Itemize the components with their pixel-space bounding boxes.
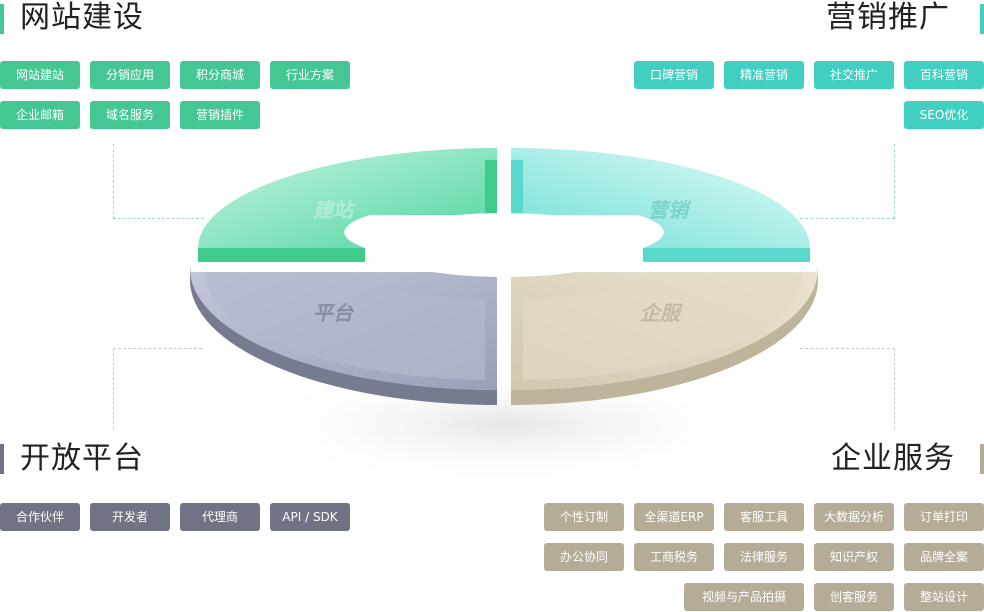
tag-enterprise-10[interactable]: 视频与产品拍摄	[684, 583, 804, 611]
tag-platform-0[interactable]: 合作伙伴	[0, 503, 80, 531]
tag-website-0[interactable]: 网站建站	[0, 61, 80, 89]
tag-website-1[interactable]: 分销应用	[90, 61, 170, 89]
title-accent-bar-marketing	[980, 4, 984, 34]
tag-marketing-3[interactable]: 百科营销	[904, 61, 984, 89]
tag-platform-1[interactable]: 开发者	[90, 503, 170, 531]
ring-center-hole	[371, 213, 637, 277]
tag-enterprise-3[interactable]: 大数据分析	[814, 503, 894, 531]
tag-enterprise-5[interactable]: 办公协同	[544, 543, 624, 571]
segment-label-enterprise: 企服	[640, 301, 680, 325]
tag-enterprise-7[interactable]: 法律服务	[724, 543, 804, 571]
tag-enterprise-11[interactable]: 创客服务	[814, 583, 894, 611]
connector-enterprise	[800, 348, 895, 429]
tag-enterprise-6[interactable]: 工商税务	[634, 543, 714, 571]
tag-platform-3[interactable]: API / SDK	[270, 503, 350, 531]
tag-enterprise-4[interactable]: 订单打印	[904, 503, 984, 531]
tag-website-5[interactable]: 域名服务	[90, 101, 170, 129]
tag-website-4[interactable]: 企业邮箱	[0, 101, 80, 129]
connector-platform	[113, 348, 202, 429]
ring-segment-enterprise	[511, 265, 819, 405]
section-title-marketing: 营销推广	[826, 0, 950, 35]
title-accent-bar-enterprise	[980, 444, 984, 474]
connector-website	[113, 144, 204, 219]
section-title-platform: 开放平台	[20, 441, 144, 476]
ring-segment-website	[198, 148, 497, 262]
section-title-enterprise: 企业服务	[831, 441, 955, 476]
tag-marketing-4[interactable]: SEO优化	[904, 101, 984, 129]
section-title-website: 网站建设	[20, 0, 144, 35]
segment-label-website: 建站	[313, 198, 353, 222]
tag-enterprise-0[interactable]: 个性订制	[544, 503, 624, 531]
ring-shadow	[235, 365, 775, 485]
segment-label-marketing: 营销	[648, 198, 688, 222]
tag-enterprise-2[interactable]: 客服工具	[724, 503, 804, 531]
tag-marketing-0[interactable]: 口碑营销	[634, 61, 714, 89]
tag-marketing-1[interactable]: 精准营销	[724, 61, 804, 89]
tag-platform-2[interactable]: 代理商	[180, 503, 260, 531]
title-accent-bar-website	[0, 4, 4, 34]
tag-marketing-2[interactable]: 社交推广	[814, 61, 894, 89]
tag-website-6[interactable]: 营销插件	[180, 101, 260, 129]
segment-label-platform: 平台	[313, 301, 353, 325]
connector-marketing	[800, 144, 895, 219]
tag-enterprise-1[interactable]: 全渠道ERP	[634, 503, 714, 531]
ring-segment-platform	[189, 265, 497, 405]
title-accent-bar-platform	[0, 444, 4, 474]
tag-website-3[interactable]: 行业方案	[270, 61, 350, 89]
tag-enterprise-12[interactable]: 整站设计	[904, 583, 984, 611]
ring-segment-marketing	[511, 148, 810, 262]
tag-website-2[interactable]: 积分商城	[180, 61, 260, 89]
tag-enterprise-9[interactable]: 品牌全案	[904, 543, 984, 571]
tag-enterprise-8[interactable]: 知识产权	[814, 543, 894, 571]
